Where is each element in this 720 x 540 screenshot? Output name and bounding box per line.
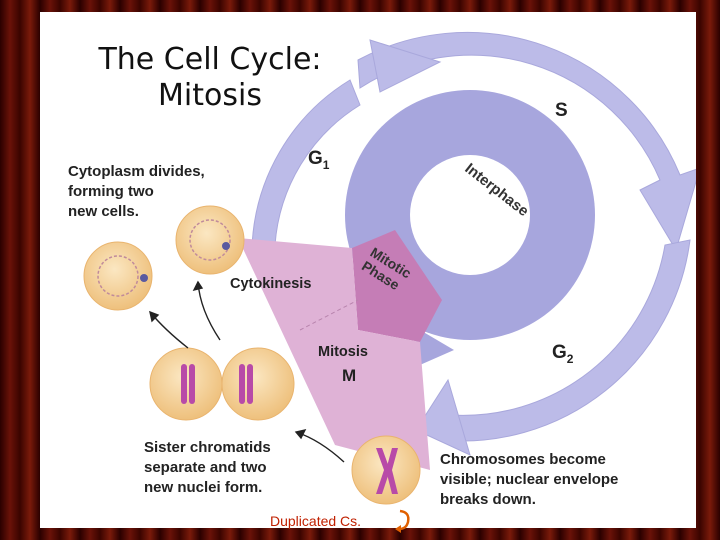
interphase-ring-hole bbox=[410, 155, 530, 275]
cytokinesis-band bbox=[238, 238, 430, 470]
slide-canvas: The Cell Cycle: Mitosis S G1 G2 Interpha… bbox=[40, 12, 696, 528]
arrow-to-top-cell bbox=[197, 281, 221, 341]
return-arrow-icon[interactable] bbox=[392, 508, 414, 539]
process-arrows bbox=[149, 280, 345, 463]
sister-note-line-3: new nuclei form. bbox=[144, 479, 263, 496]
chromosome-note-line-1: Chromosomes become bbox=[440, 451, 606, 468]
mitotic-phase-wedge bbox=[238, 230, 442, 470]
phase-g1-subscript: 1 bbox=[322, 157, 330, 172]
title-line-2: Mitosis bbox=[158, 78, 262, 113]
mitotic-band bbox=[352, 230, 442, 342]
sister-note-line-1: Sister chromatids bbox=[144, 439, 271, 456]
cell-cycle-diagram bbox=[83, 31, 696, 505]
prophase-cell bbox=[351, 435, 421, 505]
arrow-s bbox=[357, 31, 696, 252]
chromosome-note-line-3: breaks down. bbox=[440, 491, 536, 508]
arrow-g1-band bbox=[251, 79, 361, 249]
daughter-cell-top bbox=[175, 205, 245, 275]
sister-note-line-2: separate and two bbox=[144, 459, 267, 476]
chromosomes-note: Chromosomes become visible; nuclear enve… bbox=[440, 450, 618, 510]
arrow-s-head bbox=[369, 39, 442, 93]
sister-chromatids-note: Sister chromatids separate and two new n… bbox=[144, 438, 271, 498]
cytoplasm-note-line-1: Cytoplasm divides, bbox=[68, 163, 205, 180]
phase-g2-subscript: 2 bbox=[566, 351, 574, 366]
mitosis-letter-label: M bbox=[342, 366, 357, 385]
phase-g1-label: G1 bbox=[308, 148, 329, 172]
cytokinesis-label: Cytokinesis bbox=[230, 276, 312, 292]
slide-title: The Cell Cycle: Mitosis bbox=[90, 42, 330, 114]
footer-note: Duplicated Cs. bbox=[270, 513, 362, 529]
cytoplasm-note-line-3: new cells. bbox=[68, 203, 139, 220]
phase-g1-letter: G bbox=[308, 148, 323, 169]
title-line-1: The Cell Cycle: bbox=[98, 42, 322, 77]
cytoplasm-note-line-2: forming two bbox=[68, 183, 154, 200]
wedge-divider bbox=[299, 299, 359, 331]
chromosome-note-line-2: visible; nuclear envelope bbox=[440, 471, 619, 488]
cytoplasm-note: Cytoplasm divides, forming two new cells… bbox=[68, 162, 205, 222]
phase-g2-label: G2 bbox=[552, 342, 573, 366]
dividing-cell-left bbox=[149, 347, 223, 421]
phase-s-label: S bbox=[555, 100, 568, 121]
arrow-g2-head bbox=[415, 378, 471, 456]
phase-g2-letter: G bbox=[552, 342, 567, 363]
mitosis-label: Mitosis bbox=[318, 344, 368, 360]
dividing-cell-right bbox=[221, 347, 295, 421]
daughter-cell-bottom bbox=[83, 241, 153, 311]
